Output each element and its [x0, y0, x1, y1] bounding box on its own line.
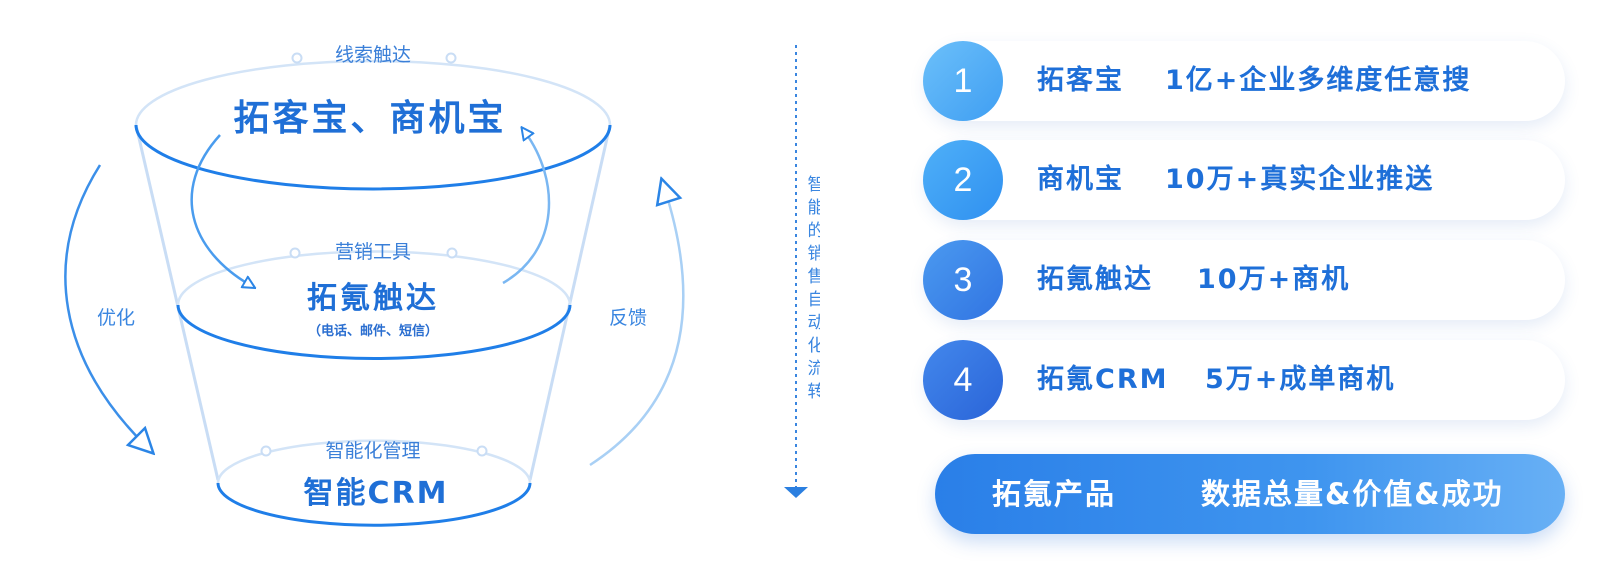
product-card-1[interactable]: 1 拓客宝 1亿+企业多维度任意搜	[923, 41, 1565, 121]
card-product-desc: 10万+商机	[1197, 264, 1351, 295]
vertical-flow-char: 自	[808, 290, 821, 310]
mid-stage-subtitle: （电话、邮件、短信）	[308, 323, 438, 339]
vertical-flow-char: 动	[808, 313, 821, 333]
product-card-4[interactable]: 4 拓氪CRM 5万+成单商机	[923, 340, 1565, 420]
inner-arrow-up	[502, 132, 551, 285]
bot-ellipse-front	[216, 482, 532, 527]
card-number-badge: 1	[923, 41, 1003, 121]
optimize-label: 优化	[97, 307, 135, 329]
summary-bar-left-text: 拓氪产品	[992, 477, 1117, 511]
card-product-name: 拓客宝	[1037, 65, 1124, 96]
vertical-flow-char: 智	[808, 175, 821, 195]
top-ellipse-back	[134, 59, 612, 126]
mid-ellipse-front	[176, 304, 572, 361]
flow-arrowhead	[784, 487, 808, 498]
feedback-label: 反馈	[609, 307, 647, 329]
bot-ellipse-back	[216, 439, 532, 484]
card-product-desc: 1亿+企业多维度任意搜	[1165, 65, 1472, 96]
card-product-desc: 10万+真实企业推送	[1165, 164, 1435, 195]
card-product-name: 拓氪触达	[1037, 264, 1153, 295]
mid-ellipse-back	[176, 250, 572, 306]
product-summary-bar[interactable]: 拓氪产品 数据总量&价值&成功	[935, 454, 1565, 534]
vertical-flow-char: 转	[808, 382, 821, 402]
vertical-flow-char: 的	[808, 221, 821, 241]
vertical-flow-char: 销	[808, 244, 821, 264]
summary-bar-right-text: 数据总量&价值&成功	[1201, 477, 1504, 511]
product-card-3[interactable]: 3 拓氪触达 10万+商机	[923, 240, 1565, 320]
card-number-badge: 4	[923, 340, 1003, 420]
bot-stage-caption: 智能化管理	[325, 440, 420, 462]
vertical-flow-char: 化	[808, 336, 821, 356]
optimize-arrow	[64, 164, 145, 445]
funnel-diagram: 线索触达 拓客宝、商机宝 营销工具 拓氪触达 （电话、邮件、短信） 智能化管理 …	[64, 44, 821, 527]
bot-stage-title: 智能CRM	[304, 476, 449, 511]
feedback-arrow	[589, 190, 685, 467]
mid-stage-title: 拓氪触达	[307, 281, 439, 316]
card-number-badge: 3	[923, 240, 1003, 320]
inner-arrow-down	[190, 134, 250, 285]
card-number-badge: 2	[923, 140, 1003, 220]
card-product-name: 商机宝	[1037, 164, 1124, 195]
vertical-flow-char: 能	[808, 198, 821, 218]
mid-stage-caption: 营销工具	[335, 241, 411, 263]
top-ellipse-front	[134, 124, 612, 191]
vertical-flow-char: 流	[808, 359, 821, 379]
product-card-2[interactable]: 2 商机宝 10万+真实企业推送	[923, 140, 1565, 220]
vertical-flow-char: 售	[808, 267, 821, 287]
top-stage-caption: 线索触达	[335, 44, 411, 66]
top-stage-title: 拓客宝、商机宝	[233, 98, 506, 139]
card-product-desc: 5万+成单商机	[1205, 364, 1396, 395]
card-product-name: 拓氪CRM	[1037, 364, 1169, 395]
